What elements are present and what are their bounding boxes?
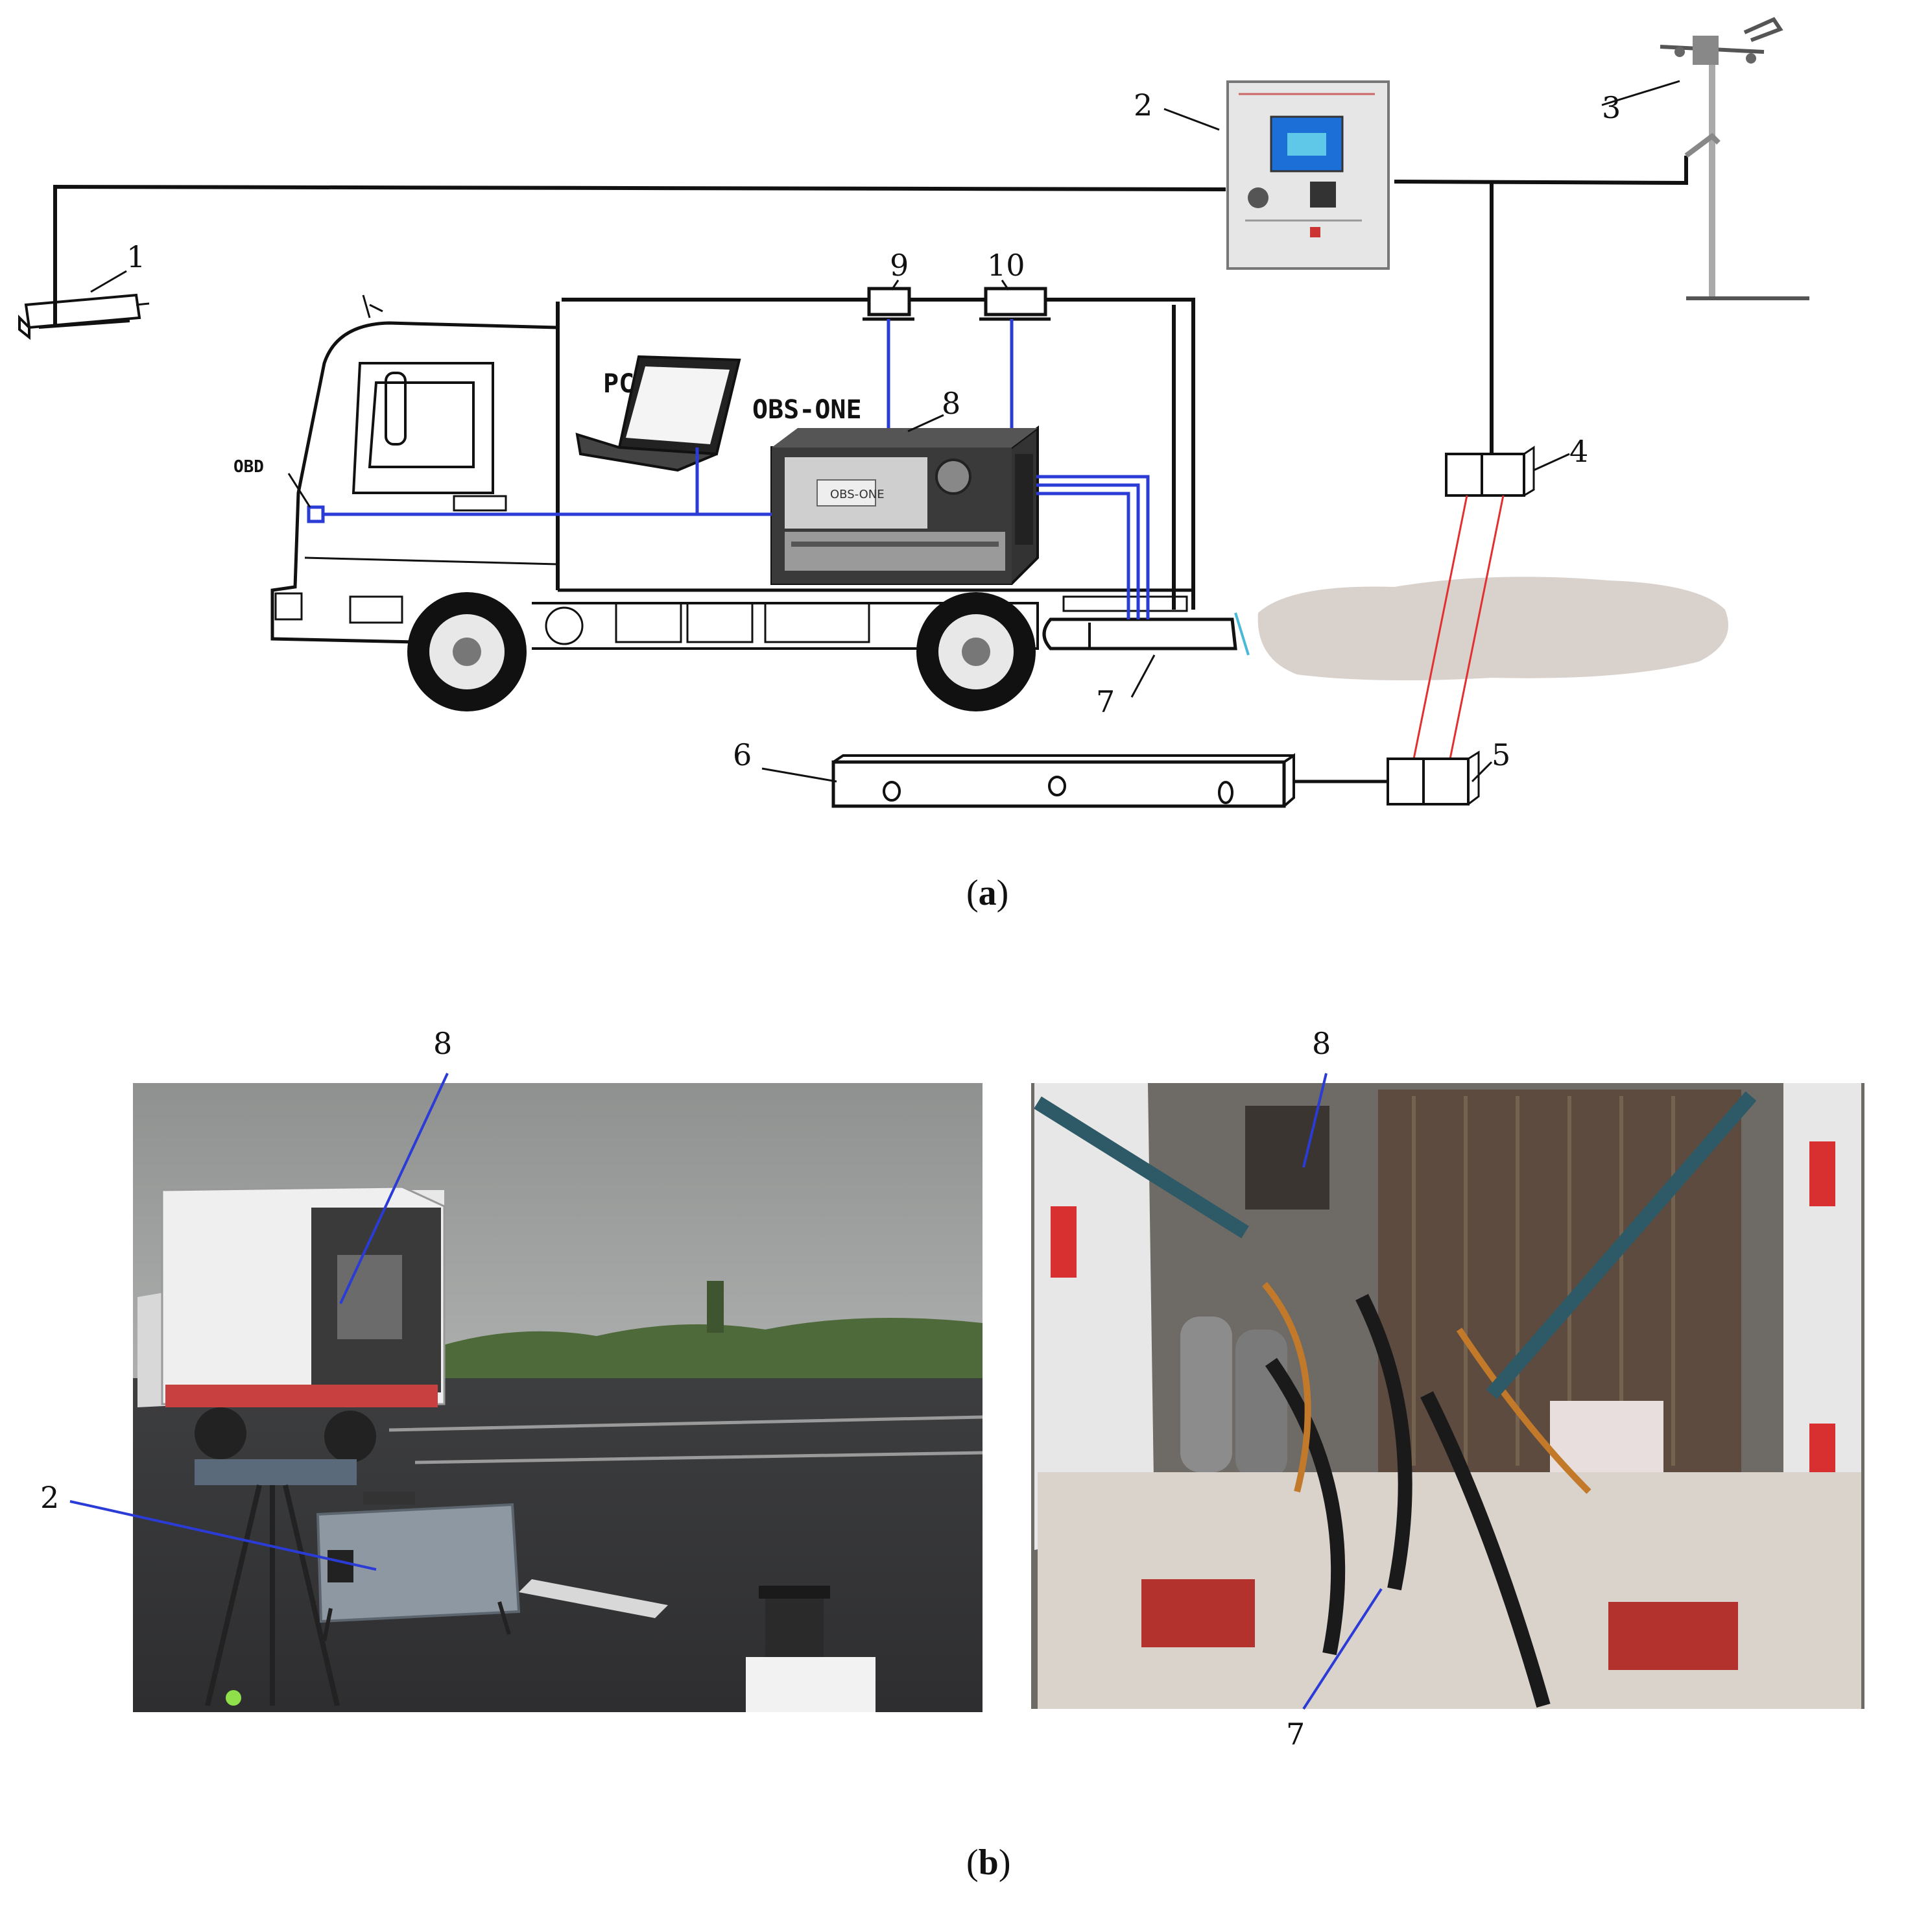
marker-4: 4 — [1569, 434, 1588, 469]
leader-lines — [90, 80, 1680, 783]
weather-station — [1660, 17, 1809, 300]
obd-port — [307, 505, 325, 523]
signal-wiring — [307, 319, 1150, 619]
marker-9: 9 — [890, 248, 909, 283]
photo-leader-lines — [69, 1073, 1383, 1710]
right-truck-photo — [1031, 1083, 1864, 1709]
emitter-unit-5 — [1387, 750, 1480, 805]
left-field-photo — [133, 1083, 983, 1712]
caption-b: (b) — [966, 1843, 1010, 1883]
photo-marker-8-right: 8 — [1312, 1026, 1331, 1061]
camera-device — [18, 293, 150, 340]
top-cable — [53, 156, 1688, 324]
obs-one-label: OBS-ONE — [752, 395, 862, 425]
obs-one-instrument — [770, 425, 1039, 585]
roof-sensor-10 — [979, 287, 1051, 321]
marker-6: 6 — [733, 737, 752, 772]
marker-1: 1 — [126, 239, 145, 274]
sensor-bar-6 — [831, 753, 1388, 808]
obd-label: OBD — [233, 457, 264, 477]
marker-3: 3 — [1602, 90, 1621, 125]
marker-5: 5 — [1492, 737, 1510, 772]
panel-a-diagram: 1 2 3 4 5 6 7 8 9 10 OBD PC OBS-ONE OBS-… — [18, 17, 1809, 913]
rear-wheel — [916, 592, 1036, 711]
photo-marker-7-right: 7 — [1286, 1717, 1305, 1752]
truck-diagram — [270, 294, 1195, 711]
marker-7: 7 — [1096, 684, 1115, 719]
detector-unit-4 — [1445, 446, 1535, 497]
marker-2: 2 — [1134, 88, 1152, 123]
photo-marker-2-left: 2 — [40, 1480, 59, 1515]
caption-a: (a) — [966, 873, 1008, 913]
roof-sensor-9 — [863, 287, 914, 321]
obs-one-device-badge: OBS-ONE — [830, 488, 885, 501]
analyzer-cabinet — [1226, 80, 1390, 270]
pc-label: PC — [603, 369, 634, 399]
marker-8: 8 — [942, 386, 960, 421]
exhaust-pipe — [1042, 612, 1250, 656]
marker-10: 10 — [987, 248, 1025, 283]
pc-laptop — [575, 355, 741, 472]
exhaust-plume — [1257, 577, 1728, 680]
front-wheel — [407, 592, 527, 711]
photo-marker-8-left: 8 — [433, 1026, 452, 1061]
laser-beams — [1412, 495, 1505, 759]
panel-b-photos: 8 2 8 7 (b) — [40, 1026, 1864, 1883]
